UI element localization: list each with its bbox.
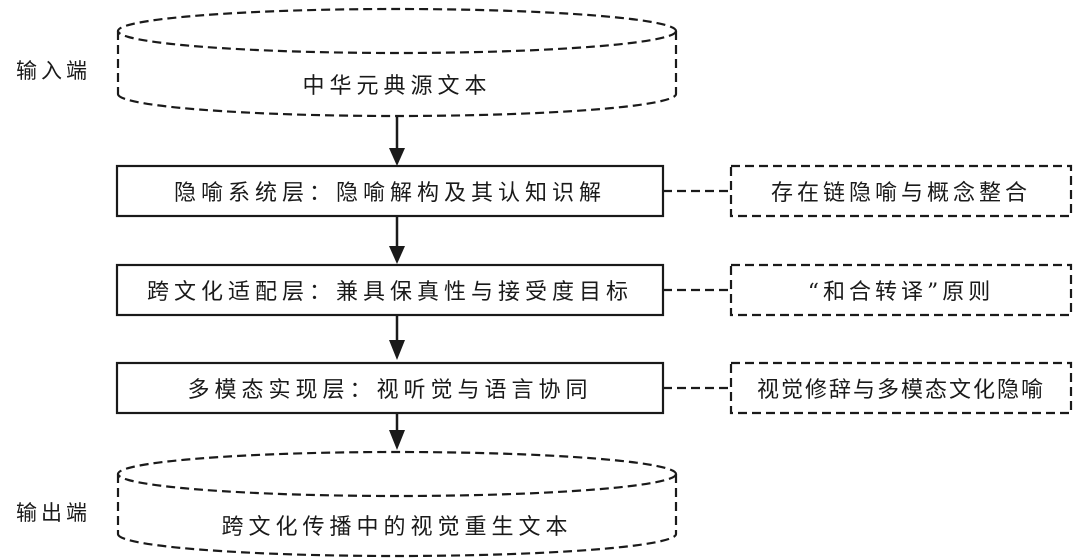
input-cylinder-top [116, 7, 678, 55]
side-note-box-2 [729, 263, 1073, 317]
arrow-input-to-layer1 [389, 116, 405, 166]
layer-box-1 [115, 164, 665, 218]
output-end-label: 输出端 [16, 501, 91, 525]
arrow-layer2-to-layer3 [389, 315, 405, 360]
side-note-box-1 [729, 164, 1073, 218]
side-note-box-3 [729, 361, 1073, 415]
output-cylinder-top [116, 450, 678, 498]
output-node-text: 跨文化传播中的视觉重生文本 [221, 515, 573, 540]
arrowhead-icon [389, 148, 405, 166]
arrow-layer3-to-output [389, 413, 405, 450]
layer-text-2: 跨文化适配层：兼具保真性与接受度目标 [146, 280, 633, 305]
arrowhead-icon [389, 246, 405, 264]
side-note-text-3: 视觉修辞与多模态文化隐喻 [756, 378, 1045, 403]
arrowhead-icon [389, 430, 405, 450]
arrow-layer1-to-layer2 [389, 216, 405, 264]
layer-box-2 [115, 263, 665, 317]
input-end-label: 输入端 [16, 59, 91, 83]
input-node-text: 中华元典源文本 [302, 74, 492, 99]
arrowhead-icon [389, 340, 405, 360]
layer-text-3: 多模态实现层：视听觉与语言协同 [187, 378, 593, 403]
output-cylinder-bottom [116, 533, 678, 558]
output-cylinder [116, 450, 678, 558]
layer-text-1: 隐喻系统层：隐喻解构及其认知识解 [173, 181, 606, 206]
side-note-text-2: “和合转译”原则 [807, 280, 995, 305]
input-cylinder [116, 7, 678, 118]
input-cylinder-bottom [116, 93, 678, 118]
side-note-text-1: 存在链隐喻与概念整合 [770, 181, 1031, 206]
